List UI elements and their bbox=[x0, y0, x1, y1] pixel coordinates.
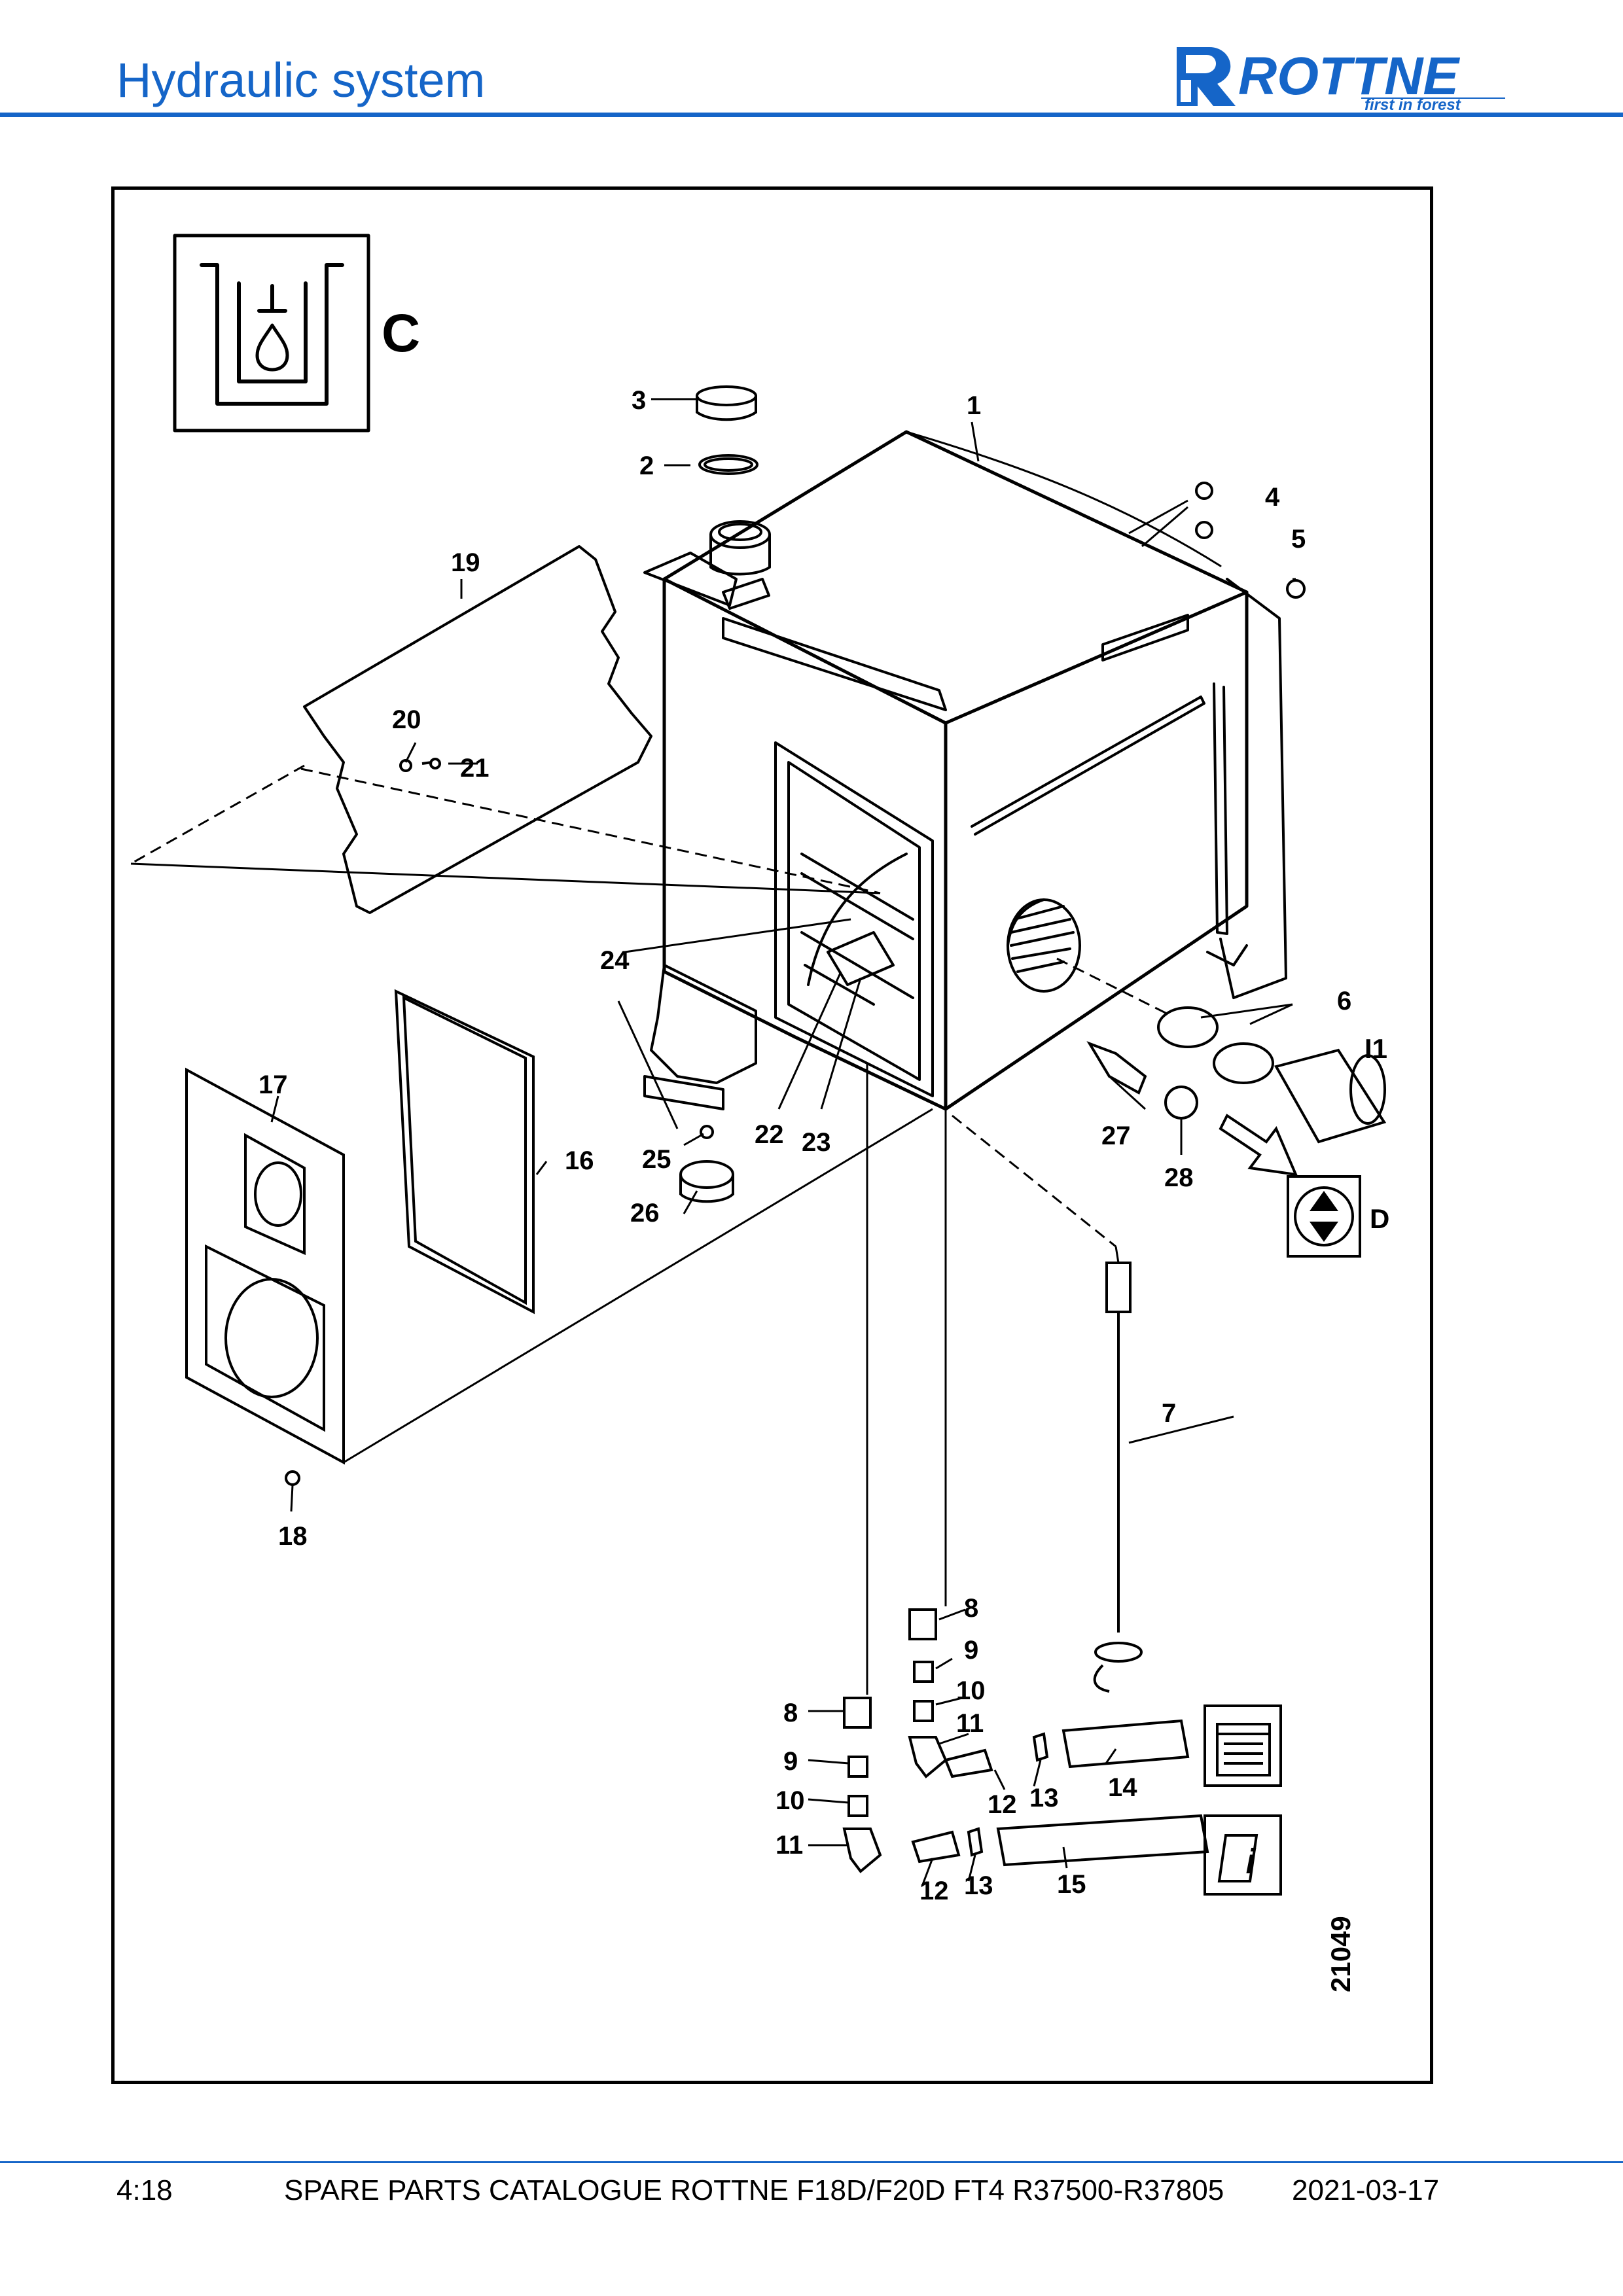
footer-catalogue-title: SPARE PARTS CATALOGUE ROTTNE F18D/F20D F… bbox=[284, 2174, 1224, 2206]
callout-27: 27 bbox=[1101, 1122, 1131, 1150]
diagram-frame: i C D I1 21049 1 2 3 4 5 6 7 8 9 10 11 1… bbox=[111, 186, 1433, 2084]
callout-11-right: 11 bbox=[956, 1709, 984, 1738]
callout-26: 26 bbox=[630, 1199, 660, 1227]
callout-5: 5 bbox=[1291, 525, 1306, 554]
callout-10-left: 10 bbox=[776, 1786, 805, 1815]
callout-9-right: 9 bbox=[964, 1636, 978, 1665]
logo-wordmark: ROTTNE bbox=[1238, 46, 1460, 106]
rottne-emblem-icon bbox=[1177, 47, 1236, 106]
callout-15: 15 bbox=[1057, 1870, 1086, 1899]
callout-20: 20 bbox=[392, 705, 421, 734]
ref-letter-d: D bbox=[1370, 1203, 1389, 1234]
callout-22: 22 bbox=[755, 1120, 784, 1149]
section-letter: C bbox=[382, 304, 420, 363]
footer-rule bbox=[0, 2161, 1623, 2163]
exploded-view-diagram: i C D I1 21049 1 2 3 4 5 6 7 8 9 10 11 1… bbox=[130, 234, 1389, 1992]
callout-6: 6 bbox=[1337, 987, 1351, 1016]
page-title: Hydraulic system bbox=[116, 53, 486, 107]
footer-page-number: 4:18 bbox=[116, 2174, 173, 2206]
header-rule bbox=[0, 113, 1623, 117]
figure-number: 21049 bbox=[1325, 1916, 1356, 1992]
ref-item-i1: I1 bbox=[1364, 1033, 1387, 1064]
callout-12-left: 12 bbox=[919, 1877, 949, 1905]
logo-tagline: first in forest bbox=[1364, 96, 1461, 113]
callout-8-left: 8 bbox=[783, 1699, 798, 1727]
callout-3: 3 bbox=[632, 386, 646, 415]
callout-16: 16 bbox=[565, 1146, 594, 1175]
callout-2: 2 bbox=[639, 451, 654, 480]
callout-18: 18 bbox=[278, 1522, 308, 1551]
callout-12-right: 12 bbox=[988, 1790, 1017, 1819]
section-d-reference-icon bbox=[1287, 1175, 1361, 1258]
callout-24: 24 bbox=[600, 946, 630, 975]
svg-text:i: i bbox=[1245, 1842, 1256, 1881]
callout-8-right: 8 bbox=[964, 1594, 978, 1623]
callout-19: 19 bbox=[451, 548, 480, 577]
callout-13-left: 13 bbox=[964, 1871, 993, 1900]
callout-17: 17 bbox=[259, 1070, 288, 1099]
callout-13-right: 13 bbox=[1029, 1784, 1059, 1812]
hydraulic-tank-symbol-icon bbox=[173, 234, 370, 433]
callout-23: 23 bbox=[802, 1128, 831, 1157]
manual-symbol-icon bbox=[1204, 1814, 1282, 1896]
callout-7: 7 bbox=[1162, 1399, 1176, 1428]
callout-14: 14 bbox=[1108, 1773, 1137, 1802]
footer-date: 2021-03-17 bbox=[1292, 2174, 1440, 2206]
callout-1: 1 bbox=[967, 391, 981, 420]
callout-11-left: 11 bbox=[776, 1831, 803, 1860]
callout-4: 4 bbox=[1265, 483, 1280, 512]
callout-25: 25 bbox=[642, 1145, 671, 1174]
filter-symbol-icon bbox=[1204, 1704, 1282, 1787]
rottne-logo: ROTTNE first in forest bbox=[1177, 46, 1505, 113]
callout-10-right: 10 bbox=[956, 1676, 986, 1705]
callout-9-left: 9 bbox=[783, 1747, 798, 1776]
callout-21: 21 bbox=[460, 754, 490, 783]
callout-28: 28 bbox=[1164, 1163, 1194, 1192]
